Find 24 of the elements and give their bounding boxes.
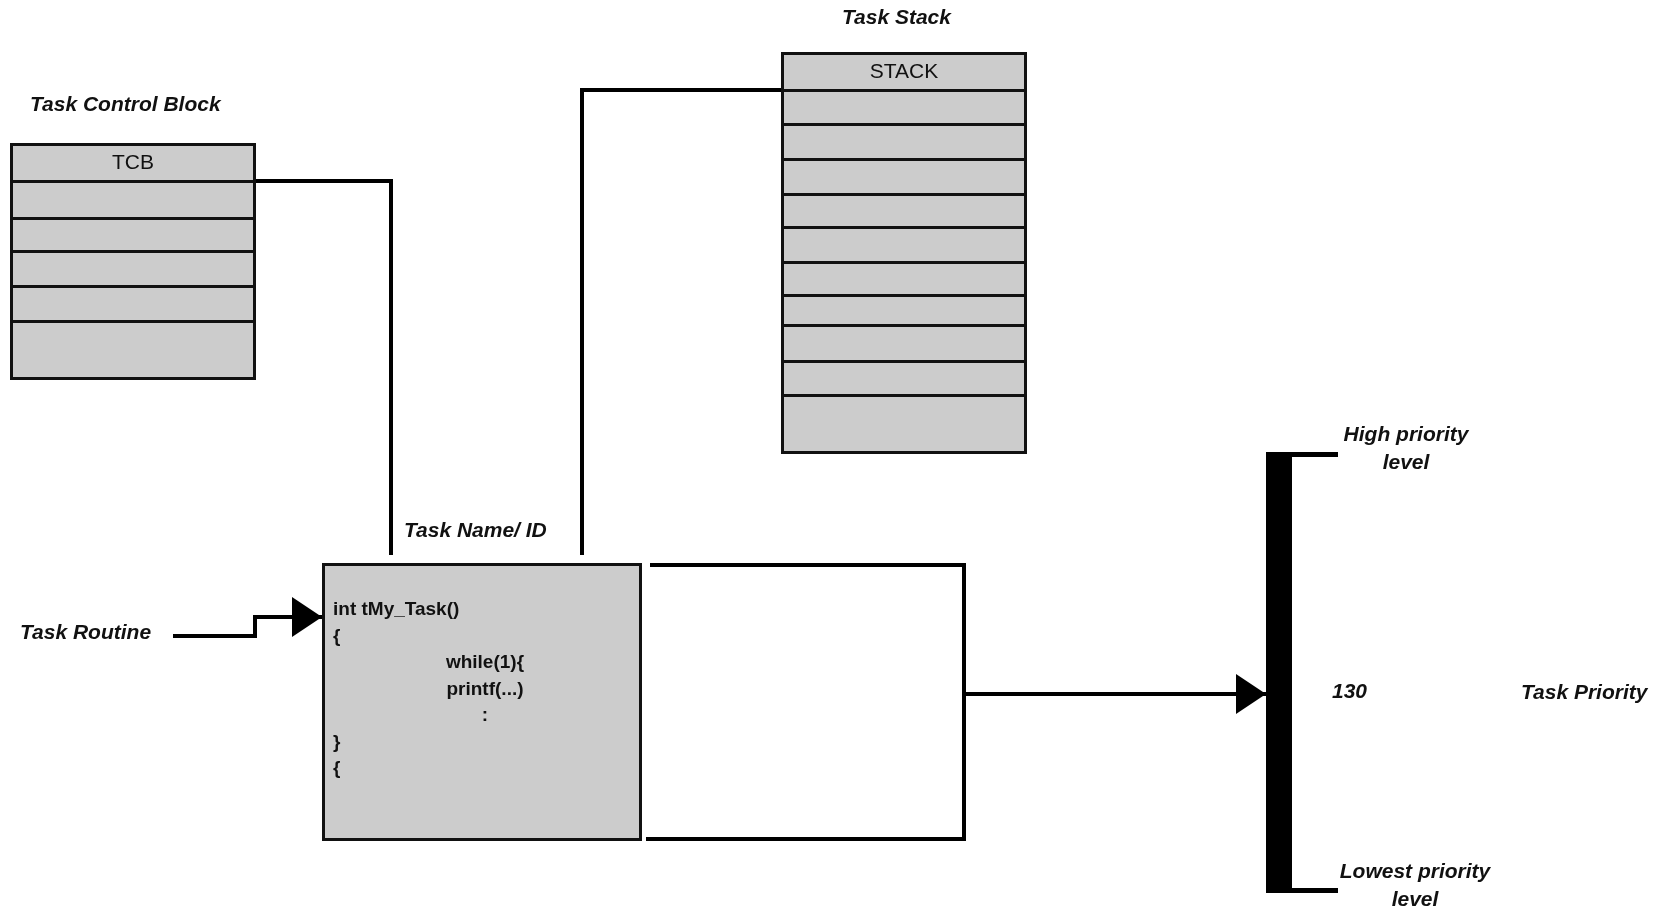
priority-axis-title: Task Priority — [1521, 680, 1648, 704]
code-line: } — [333, 731, 341, 753]
control-block-table — [10, 143, 256, 380]
priority-level-label: Lowest priority level — [1338, 858, 1492, 908]
code-line: printf(...) — [446, 678, 524, 700]
priority-value: 130 — [1332, 678, 1368, 704]
table-header: TCB — [111, 150, 155, 174]
connector-line — [256, 179, 393, 555]
table-title: Task Stack — [842, 5, 951, 29]
arrow — [173, 597, 322, 638]
task-code-box — [322, 563, 642, 841]
code-line: int tMy_Task() — [333, 598, 460, 620]
table-title: Task Control Block — [30, 92, 221, 116]
table-header: STACK — [868, 59, 940, 83]
connector-line — [580, 88, 781, 555]
stack-table — [781, 52, 1027, 454]
arrow — [644, 563, 1268, 841]
routine-label: Task Routine — [20, 620, 152, 644]
priority-level-label: High priority level — [1342, 421, 1470, 475]
code-line: while(1){ — [445, 651, 525, 673]
code-line: { — [333, 625, 341, 647]
code-line: : — [481, 704, 489, 726]
task-name-label: Task Name/ ID — [404, 518, 547, 542]
code-line: { — [333, 757, 341, 779]
